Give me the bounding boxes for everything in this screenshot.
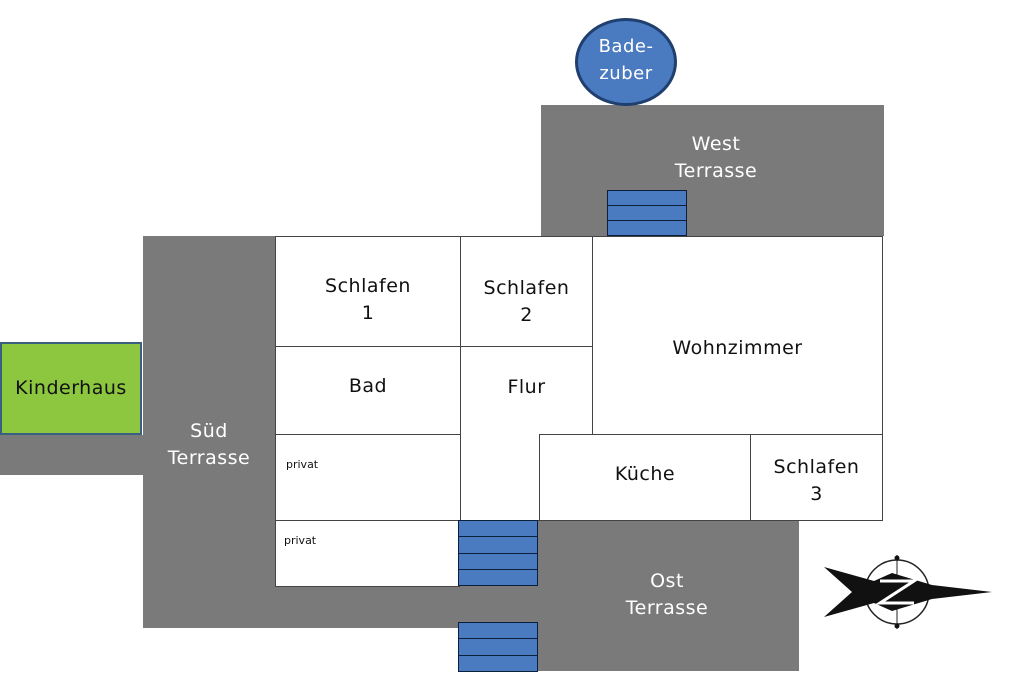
stairs-west	[607, 190, 687, 236]
room-schlafen-1: Schlafen 1	[275, 236, 461, 347]
stair-step	[459, 656, 537, 671]
kinderhaus-path	[0, 435, 143, 475]
stair-step	[608, 206, 686, 221]
privat-2-label: privat	[284, 534, 317, 547]
room-kueche: Küche	[539, 434, 751, 521]
stair-step	[608, 191, 686, 206]
stair-step	[608, 221, 686, 235]
stair-step	[459, 570, 537, 585]
stairs-east-upper	[458, 520, 538, 586]
room-bad: Bad	[275, 346, 461, 435]
stair-step	[459, 537, 537, 554]
west-terrace-label: West Terrasse	[674, 133, 758, 182]
schlafen-1-label: Schlafen 1	[325, 275, 411, 324]
kueche-label: Küche	[614, 463, 676, 485]
stairs-east-lower	[458, 622, 538, 672]
flur-label: Flur	[507, 376, 546, 398]
room-schlafen-3: Schlafen 3	[750, 434, 883, 521]
south-terrace-bottom	[275, 585, 475, 628]
badezuber-label: Bade- zuber	[598, 36, 654, 84]
south-terrace	[143, 236, 275, 628]
schlafen-2-label: Schlafen 2	[483, 277, 570, 326]
west-terrace	[541, 105, 884, 236]
stair-step	[459, 623, 537, 640]
privat-1-label: privat	[286, 458, 319, 471]
wohnzimmer-label: Wohnzimmer	[672, 337, 803, 359]
stair-step	[459, 639, 537, 656]
room-privat-2: privat	[275, 520, 460, 587]
bad-label: Bad	[348, 375, 388, 397]
room-wohnzimmer: Wohnzimmer	[592, 236, 883, 435]
kinderhaus: Kinderhaus	[0, 342, 142, 435]
stair-step	[459, 554, 537, 570]
east-terrace-label: Ost Terrasse	[625, 570, 709, 619]
room-schlafen-2: Schlafen 2	[460, 236, 593, 347]
badezuber: Bade- zuber	[575, 18, 677, 106]
room-privat-1: privat	[275, 434, 461, 521]
north-arrow-icon	[824, 555, 992, 629]
schlafen-3-label: Schlafen 3	[773, 456, 860, 505]
stair-step	[459, 521, 537, 538]
kinderhaus-label: Kinderhaus	[15, 377, 127, 399]
south-terrace-label: Süd Terrasse	[167, 420, 251, 469]
